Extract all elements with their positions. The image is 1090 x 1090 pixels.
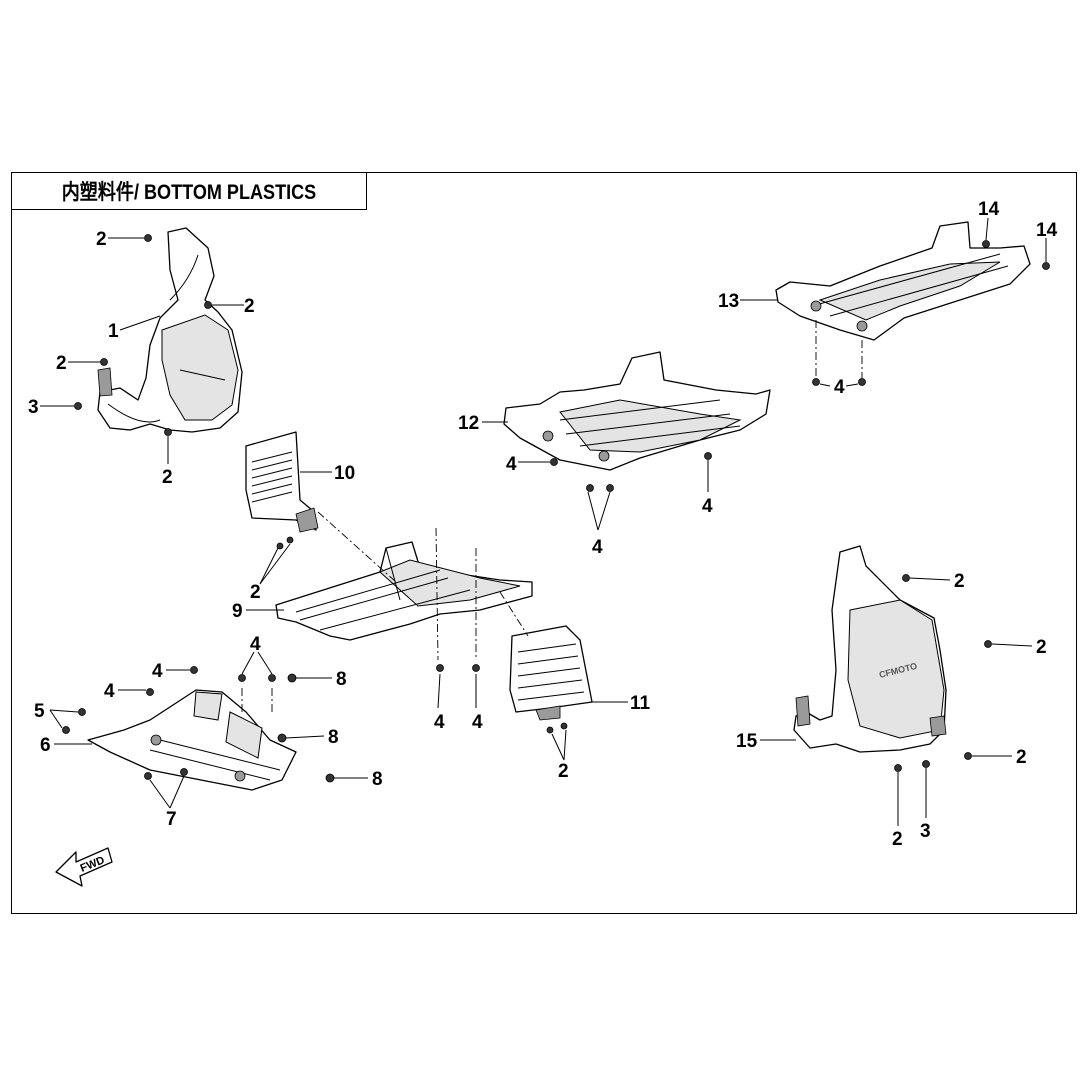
title-box: 内塑料件/ BOTTOM PLASTICS (11, 172, 367, 210)
callout-8: 8 (328, 727, 339, 748)
callout-12: 12 (458, 413, 479, 434)
part-11-vent-panel (509, 625, 593, 721)
part-1-left-guard (97, 227, 243, 433)
callout-labels: 2 1 2 2 3 2 10 2 9 4 4 4 4 8 4 5 6 8 8 7… (28, 199, 1058, 850)
callout-2: 2 (558, 761, 569, 782)
callout-2: 2 (162, 467, 173, 488)
fasteners (62, 234, 1050, 783)
part-15-right-guard: CFMOTO (793, 545, 947, 753)
callout-4: 4 (506, 454, 517, 475)
part-13-rear-skid-plate (775, 221, 1031, 341)
callout-4: 4 (250, 634, 261, 655)
callout-3: 3 (920, 821, 931, 842)
callout-2: 2 (56, 353, 67, 374)
callout-2: 2 (954, 571, 965, 592)
callout-4: 4 (104, 681, 115, 702)
callout-2: 2 (244, 296, 255, 317)
callout-2: 2 (892, 829, 903, 850)
callout-4: 4 (702, 496, 713, 517)
callout-4: 4 (434, 712, 445, 733)
callout-4: 4 (592, 537, 603, 558)
callout-5: 5 (34, 701, 45, 722)
callout-8: 8 (372, 769, 383, 790)
leader-lines (40, 217, 1047, 826)
callout-2: 2 (96, 229, 107, 250)
callout-13: 13 (718, 291, 739, 312)
diagram-title: 内塑料件/ BOTTOM PLASTICS (61, 180, 316, 204)
part-12-center-skid-plate (503, 351, 771, 471)
callout-2: 2 (1016, 747, 1027, 768)
callout-4: 4 (472, 712, 483, 733)
assembly-lines (241, 320, 863, 712)
callout-9: 9 (232, 601, 243, 622)
callout-6: 6 (40, 735, 51, 756)
callout-7: 7 (166, 809, 177, 830)
callout-15: 15 (736, 731, 758, 752)
forward-arrow-icon: FWD (55, 847, 113, 887)
callout-8: 8 (336, 669, 347, 690)
fwd-label: FWD (79, 854, 107, 875)
callout-11: 11 (630, 693, 651, 714)
callout-14: 14 (1036, 220, 1058, 241)
callout-2: 2 (1036, 637, 1047, 658)
callout-1: 1 (108, 321, 119, 342)
callout-4: 4 (834, 377, 845, 398)
callout-2: 2 (250, 582, 261, 603)
callout-14: 14 (978, 199, 1000, 220)
part-7-front-underguard (87, 689, 297, 791)
diagram-frame (11, 172, 1077, 914)
part-9-floor-tray (275, 541, 533, 641)
callout-10: 10 (334, 463, 355, 484)
callout-4: 4 (152, 661, 163, 682)
part-10-vent-panel (245, 431, 319, 533)
callout-3: 3 (28, 397, 39, 418)
